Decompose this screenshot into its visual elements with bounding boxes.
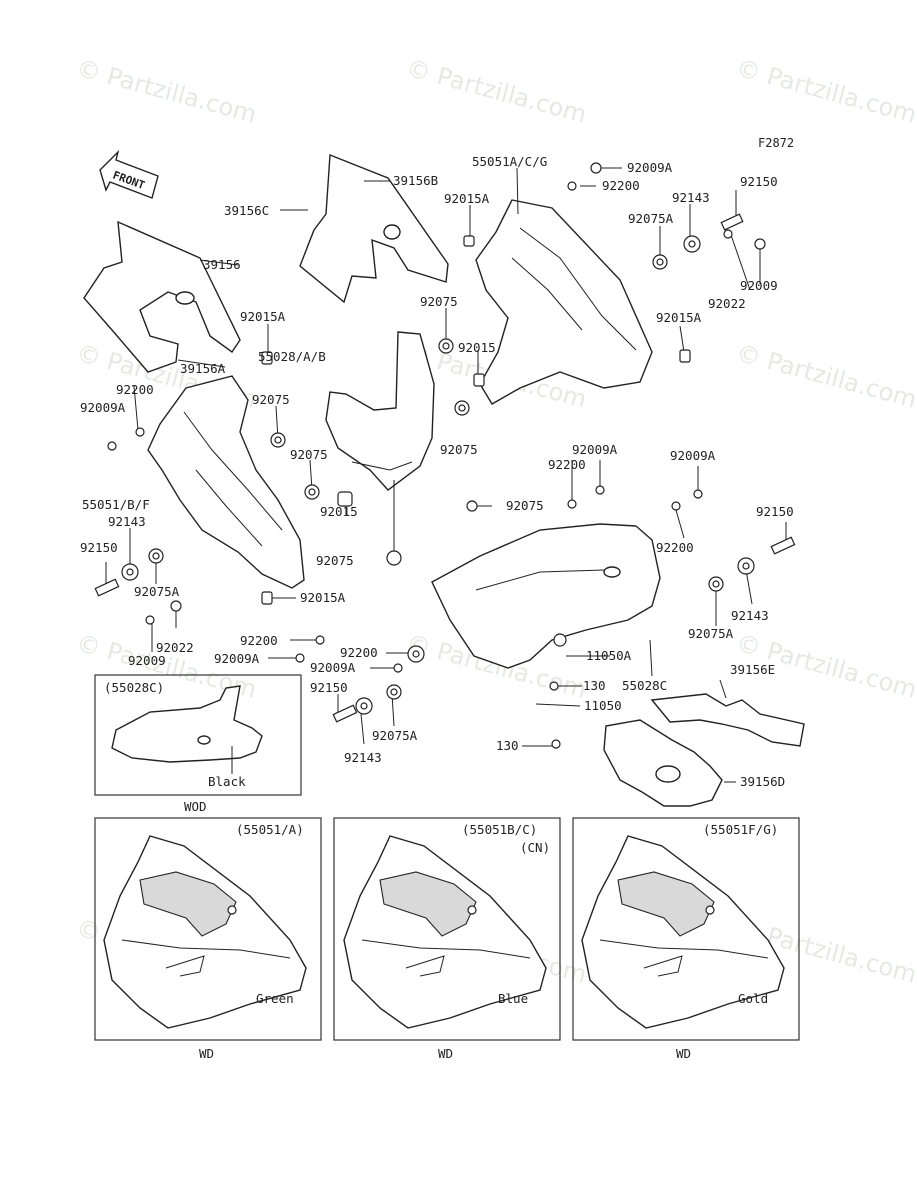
callout: 92150 — [740, 174, 778, 189]
callout: 11050A — [586, 648, 632, 663]
callout: 92022 — [708, 296, 746, 311]
callout: 92075 — [440, 442, 478, 457]
callout: 92200 — [240, 633, 278, 648]
callout: 39156B — [393, 173, 438, 188]
callout: 92009A — [572, 442, 618, 457]
sticker-39156D — [603, 719, 723, 807]
callout: 92150 — [310, 680, 348, 695]
inset-part-label: (55028C) — [104, 680, 164, 695]
panel-part-label: (55051F/G) — [703, 822, 778, 837]
callout: 92075 — [420, 294, 458, 309]
callout: 92075A — [134, 584, 180, 599]
callout: 92015A — [240, 309, 286, 324]
callout: 92150 — [756, 504, 794, 519]
callout: 92200 — [340, 645, 378, 660]
panel-part-label: (55051/A) — [236, 822, 304, 837]
callout: 92075A — [688, 626, 734, 641]
callout: 39156D — [740, 774, 785, 789]
callout: 92009 — [740, 278, 778, 293]
panel-part-label: (55051B/C) — [462, 822, 537, 837]
callout: 92200 — [116, 382, 154, 397]
watermark: © Partzilla.com — [733, 339, 917, 414]
callout: 92150 — [80, 540, 118, 555]
callout: 55051/B/F — [82, 497, 150, 512]
panel-color-label: Green — [256, 991, 294, 1006]
callout: 92009A — [80, 400, 126, 415]
sticker-39156 — [83, 220, 241, 373]
panel-sub-label: (CN) — [520, 840, 550, 855]
panel-region-label: WD — [438, 1046, 453, 1061]
callout: 92015A — [300, 590, 346, 605]
inset-color-label: Black — [208, 774, 246, 789]
callout: 130 — [496, 738, 519, 753]
callout: 92009A — [627, 160, 673, 175]
callout: 92075 — [290, 447, 328, 462]
callout: 92143 — [108, 514, 146, 529]
diagram-code: F2872 — [758, 136, 794, 150]
callout: 92075 — [506, 498, 544, 513]
panel-color-label: Gold — [738, 991, 768, 1006]
callout: 55028C — [622, 678, 667, 693]
callout: 92075 — [316, 553, 354, 568]
callout: 55028/A/B — [258, 349, 326, 364]
callout: 11050 — [584, 698, 622, 713]
callout: 92143 — [344, 750, 382, 765]
callout: 39156C — [224, 203, 269, 218]
front-arrow-icon: FRONT — [99, 149, 159, 199]
callout: 39156A — [180, 361, 226, 376]
callout: 92022 — [156, 640, 194, 655]
upper-fairing — [475, 199, 653, 405]
callout: 92015 — [320, 504, 358, 519]
sticker-39156E — [650, 693, 805, 747]
callout: 92009A — [310, 660, 356, 675]
sticker-39156B — [299, 153, 449, 304]
panel-region-label: WD — [199, 1046, 214, 1061]
panel-1: (55051/A) Green WD — [94, 817, 322, 1061]
callout: 92200 — [602, 178, 640, 193]
inset-55028C: (55028C) Black WOD — [94, 674, 302, 814]
callout: 92075 — [252, 392, 290, 407]
callout: 92143 — [731, 608, 769, 623]
callout: 92009A — [670, 448, 716, 463]
callout: 92143 — [672, 190, 710, 205]
left-side-fairing — [147, 375, 305, 589]
callout: 92015 — [458, 340, 496, 355]
inset-region-label: WOD — [184, 799, 207, 814]
callout: 92015A — [656, 310, 702, 325]
callout: 92015A — [444, 191, 490, 206]
watermark: © Partzilla.com — [73, 54, 259, 129]
callout: 92200 — [548, 457, 586, 472]
callout: 92009A — [214, 651, 260, 666]
callout: 92009 — [128, 653, 166, 668]
callout: 92075A — [372, 728, 418, 743]
panel-2: (55051B/C) (CN) Blue WD — [333, 817, 561, 1061]
callout: 130 — [583, 678, 606, 693]
hardware — [94, 162, 796, 749]
panel-region-label: WD — [676, 1046, 691, 1061]
lower-cowling — [431, 523, 661, 669]
callout: 92075A — [628, 211, 674, 226]
callout: 55051A/C/G — [472, 154, 547, 169]
callout: 92200 — [656, 540, 694, 555]
callout: 39156 — [203, 257, 241, 272]
callout-labels: 39156 39156A 39156B 39156C 55051A/C/G 92… — [80, 154, 794, 789]
panel-3: (55051F/G) Gold WD — [572, 817, 800, 1061]
panel-color-label: Blue — [498, 991, 528, 1006]
callout: 39156E — [730, 662, 775, 677]
watermark: © Partzilla.com — [403, 54, 589, 129]
windshield — [325, 331, 435, 491]
watermark: © Partzilla.com — [733, 54, 917, 129]
